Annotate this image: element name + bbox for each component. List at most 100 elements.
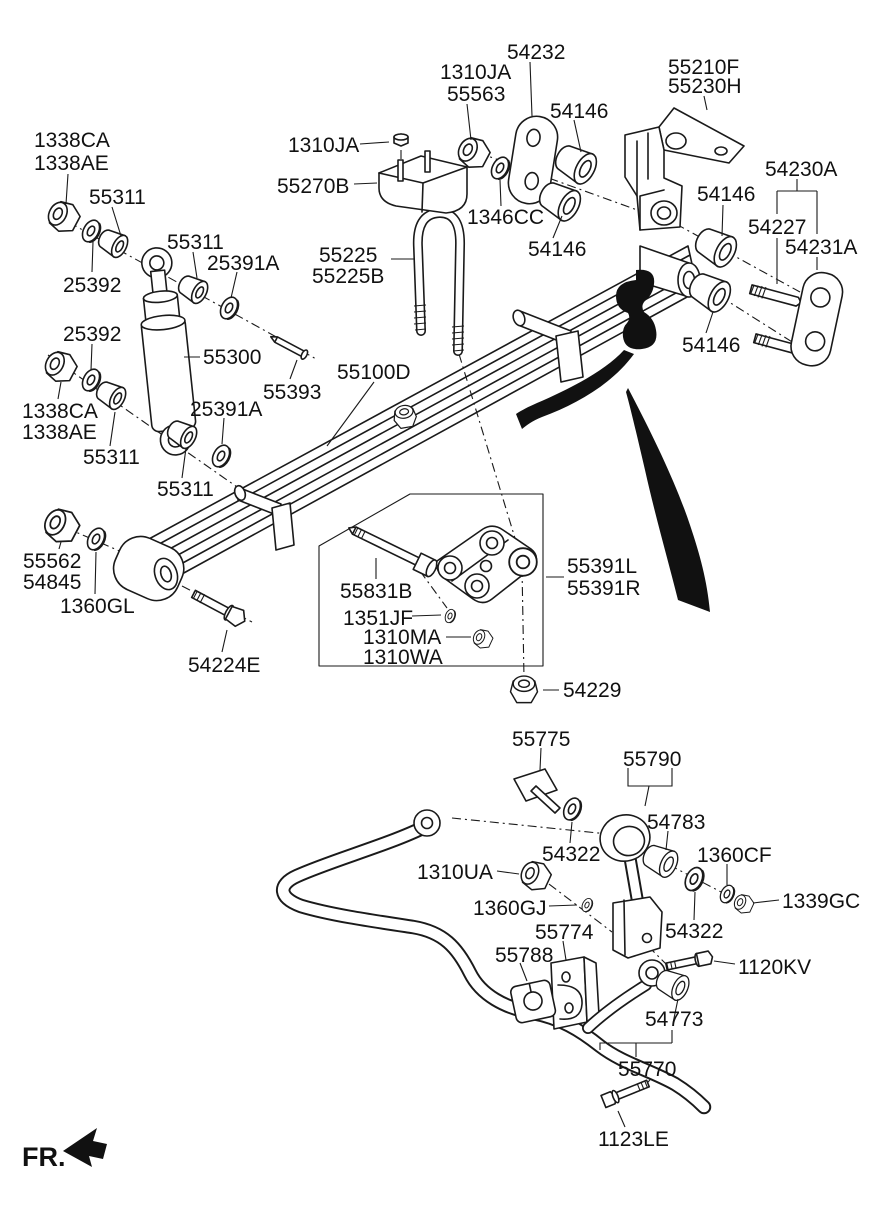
label-55774: 55774 [535,921,594,944]
label-1310MA: 1310MA [363,626,441,649]
label-1360GL: 1360GL [60,595,135,618]
nut-1310MA [469,626,496,652]
label-25392: 25392 [63,323,121,346]
label-54322: 54322 [665,920,723,943]
stabilizer-link-55790 [599,814,663,959]
label-54773: 54773 [645,1008,703,1031]
nut-1338CA [42,195,85,238]
washer-54322 [680,863,709,895]
label-55563: 55563 [447,83,505,106]
spring-clip-rear [512,309,584,383]
leader-lines-top [65,61,818,299]
label-54227: 54227 [748,216,806,239]
washer-1360GJ [579,896,596,914]
stabilizer-bar-group [276,768,757,1115]
nut-1339GC [730,891,757,917]
bolt-1310JA [393,133,409,147]
label-55775: 55775 [512,728,570,751]
label-55831B: 55831B [340,580,412,603]
label-1123LE: 1123LE [598,1128,669,1151]
leader-lines-bottom [496,747,780,1128]
washer-1360GL [83,524,110,554]
label-55230H: 55230H [668,75,742,98]
label-fr-direction: FR. [22,1142,66,1172]
label-1310WA: 1310WA [363,646,443,669]
label-1360GJ: 1360GJ [473,897,547,920]
label-55788: 55788 [495,944,553,967]
shackle-plate-54232 [507,115,559,205]
bolt-1120KV [664,950,714,971]
label-55300: 55300 [203,346,261,369]
label-54146: 54146 [550,100,608,123]
shock-upper-mount-hardware [42,195,309,360]
bolt-55831B [348,526,438,578]
label-25392: 25392 [63,274,121,297]
pin-54227 [748,284,802,307]
bolt-54224E [190,589,246,628]
label-55311: 55311 [83,446,140,469]
label-1346CC: 1346CC [467,206,544,229]
label-54231A: 54231A [785,236,857,259]
label-54230A: 54230A [765,158,837,181]
bushing-54146 [689,221,742,272]
label-55210F: 55210F [668,56,739,79]
pointer-swoosh [626,388,710,612]
label-54783: 54783 [647,811,705,834]
bracket-55210F [624,107,745,231]
bushing-54146 [549,138,602,189]
label-55562: 55562 [23,550,81,573]
shackle-plate-54231A [790,271,844,367]
washer-25391A [208,441,235,471]
label-1338AE: 1338AE [22,421,97,444]
label-55225B: 55225B [312,265,384,288]
label-54845: 54845 [23,571,81,594]
stud-55393 [270,335,309,360]
nut-1338CA [39,345,82,388]
label-1310JA: 1310JA [440,61,511,84]
spring-clip-front [233,484,295,551]
label-1310JA: 1310JA [288,134,359,157]
rear-shackle-parts [452,107,844,367]
bar-bushing-55788 [510,979,557,1024]
label-55100D: 55100D [337,361,411,384]
label-55311: 55311 [89,186,146,209]
label-1338CA: 1338CA [34,129,110,152]
label-54146: 54146 [697,183,755,206]
label-54322: 54322 [542,843,600,866]
nut-55562 [38,502,85,549]
label-1310UA: 1310UA [417,861,493,884]
washer-54322 [559,794,586,824]
label-55391R: 55391R [567,577,641,600]
leader-lines-middle [57,311,714,691]
label-54146: 54146 [682,334,740,357]
label-1338AE: 1338AE [34,152,109,175]
nut-1351JF [442,607,458,625]
label-25391A: 25391A [190,398,262,421]
label-1351JF: 1351JF [343,607,413,630]
label-1360CF: 1360CF [697,844,772,867]
label-54224E: 54224E [188,654,260,677]
washer-25391A [216,293,243,323]
torque-arm-plate-55391 [435,525,538,604]
label-55393: 55393 [263,381,321,404]
u-bolt [412,208,466,356]
bushing-55311 [173,270,212,307]
front-hanger-hardware [38,502,246,628]
bump-stopper [378,133,468,214]
part-labels: 1338CA 1338AE 55311 55311 25391A 25392 1… [22,41,860,1172]
label-55311: 55311 [167,231,224,254]
helper-arm-kit [318,493,544,667]
label-55270B: 55270B [277,175,349,198]
brake-hose-silhouette [516,269,710,612]
label-25391A: 25391A [207,252,279,275]
label-55770: 55770 [618,1058,676,1081]
label-55790: 55790 [623,748,681,771]
label-54146: 54146 [528,238,586,261]
label-54232: 54232 [507,41,565,64]
nut-54229 [509,675,539,704]
label-1338CA: 1338CA [22,400,98,423]
fr-direction-arrow [63,1128,107,1167]
label-55311: 55311 [157,478,214,501]
shim-55775 [513,768,561,814]
